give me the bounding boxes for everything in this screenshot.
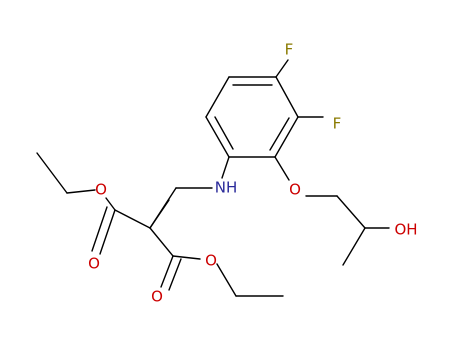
- atom-label-oxygen-carbonyl-upper: O: [88, 255, 100, 273]
- ring-bond: [205, 76, 230, 118]
- bond-ch-c-double: [149, 199, 170, 229]
- benzene-ring: [205, 76, 299, 158]
- bond-c-o-ester-upper: [105, 197, 116, 211]
- bond-o-ch2-ethyl-upper: [66, 189, 96, 194]
- bond-o-ch2-ethyl-lower: [216, 263, 237, 297]
- bond-c-o-ester-lower: [172, 255, 201, 260]
- atom-label-oxygen-carbonyl-lower: O: [151, 288, 163, 306]
- bond-c-c-ester-upper: [114, 209, 151, 229]
- ring-bond: [275, 76, 299, 118]
- atom-label-hydroxyl: OH: [394, 221, 417, 239]
- atom-label-nh: NH: [215, 179, 238, 197]
- bond-c-o-carbonyl-upper: [99, 209, 116, 255]
- atom-label-oxygen-ether: O: [289, 181, 301, 199]
- bond-c-o-carbonyl-upper: [91, 206, 108, 252]
- bond-ch2-ch3-ethyl-upper: [36, 152, 68, 194]
- bond-c-o-ether: [274, 156, 290, 181]
- ring-double-bond: [269, 117, 290, 151]
- bond-c-n: [221, 156, 230, 179]
- atom-label-oxygen-ester-upper: O: [95, 181, 107, 199]
- bond-c-f-top: [275, 59, 289, 78]
- bond-c-c-ester-lower: [149, 227, 174, 257]
- ring-bond: [205, 116, 230, 158]
- bond-c-o-carbonyl-lower: [160, 255, 174, 288]
- bond-ch-ch3: [342, 227, 366, 266]
- bond-ch2-ch: [336, 195, 366, 229]
- bond-c-o-carbonyl-lower: [168, 258, 182, 291]
- atom-label-fluorine-right: F: [333, 115, 342, 133]
- substituent-bonds: [36, 59, 390, 297]
- atom-label-fluorine-top: F: [285, 41, 294, 59]
- atom-label-oxygen-ester-lower: O: [205, 252, 217, 270]
- atom-labels: F F NH O OH O O O O: [88, 41, 417, 306]
- ring-double-bond: [214, 116, 234, 150]
- ring-bond: [274, 116, 299, 158]
